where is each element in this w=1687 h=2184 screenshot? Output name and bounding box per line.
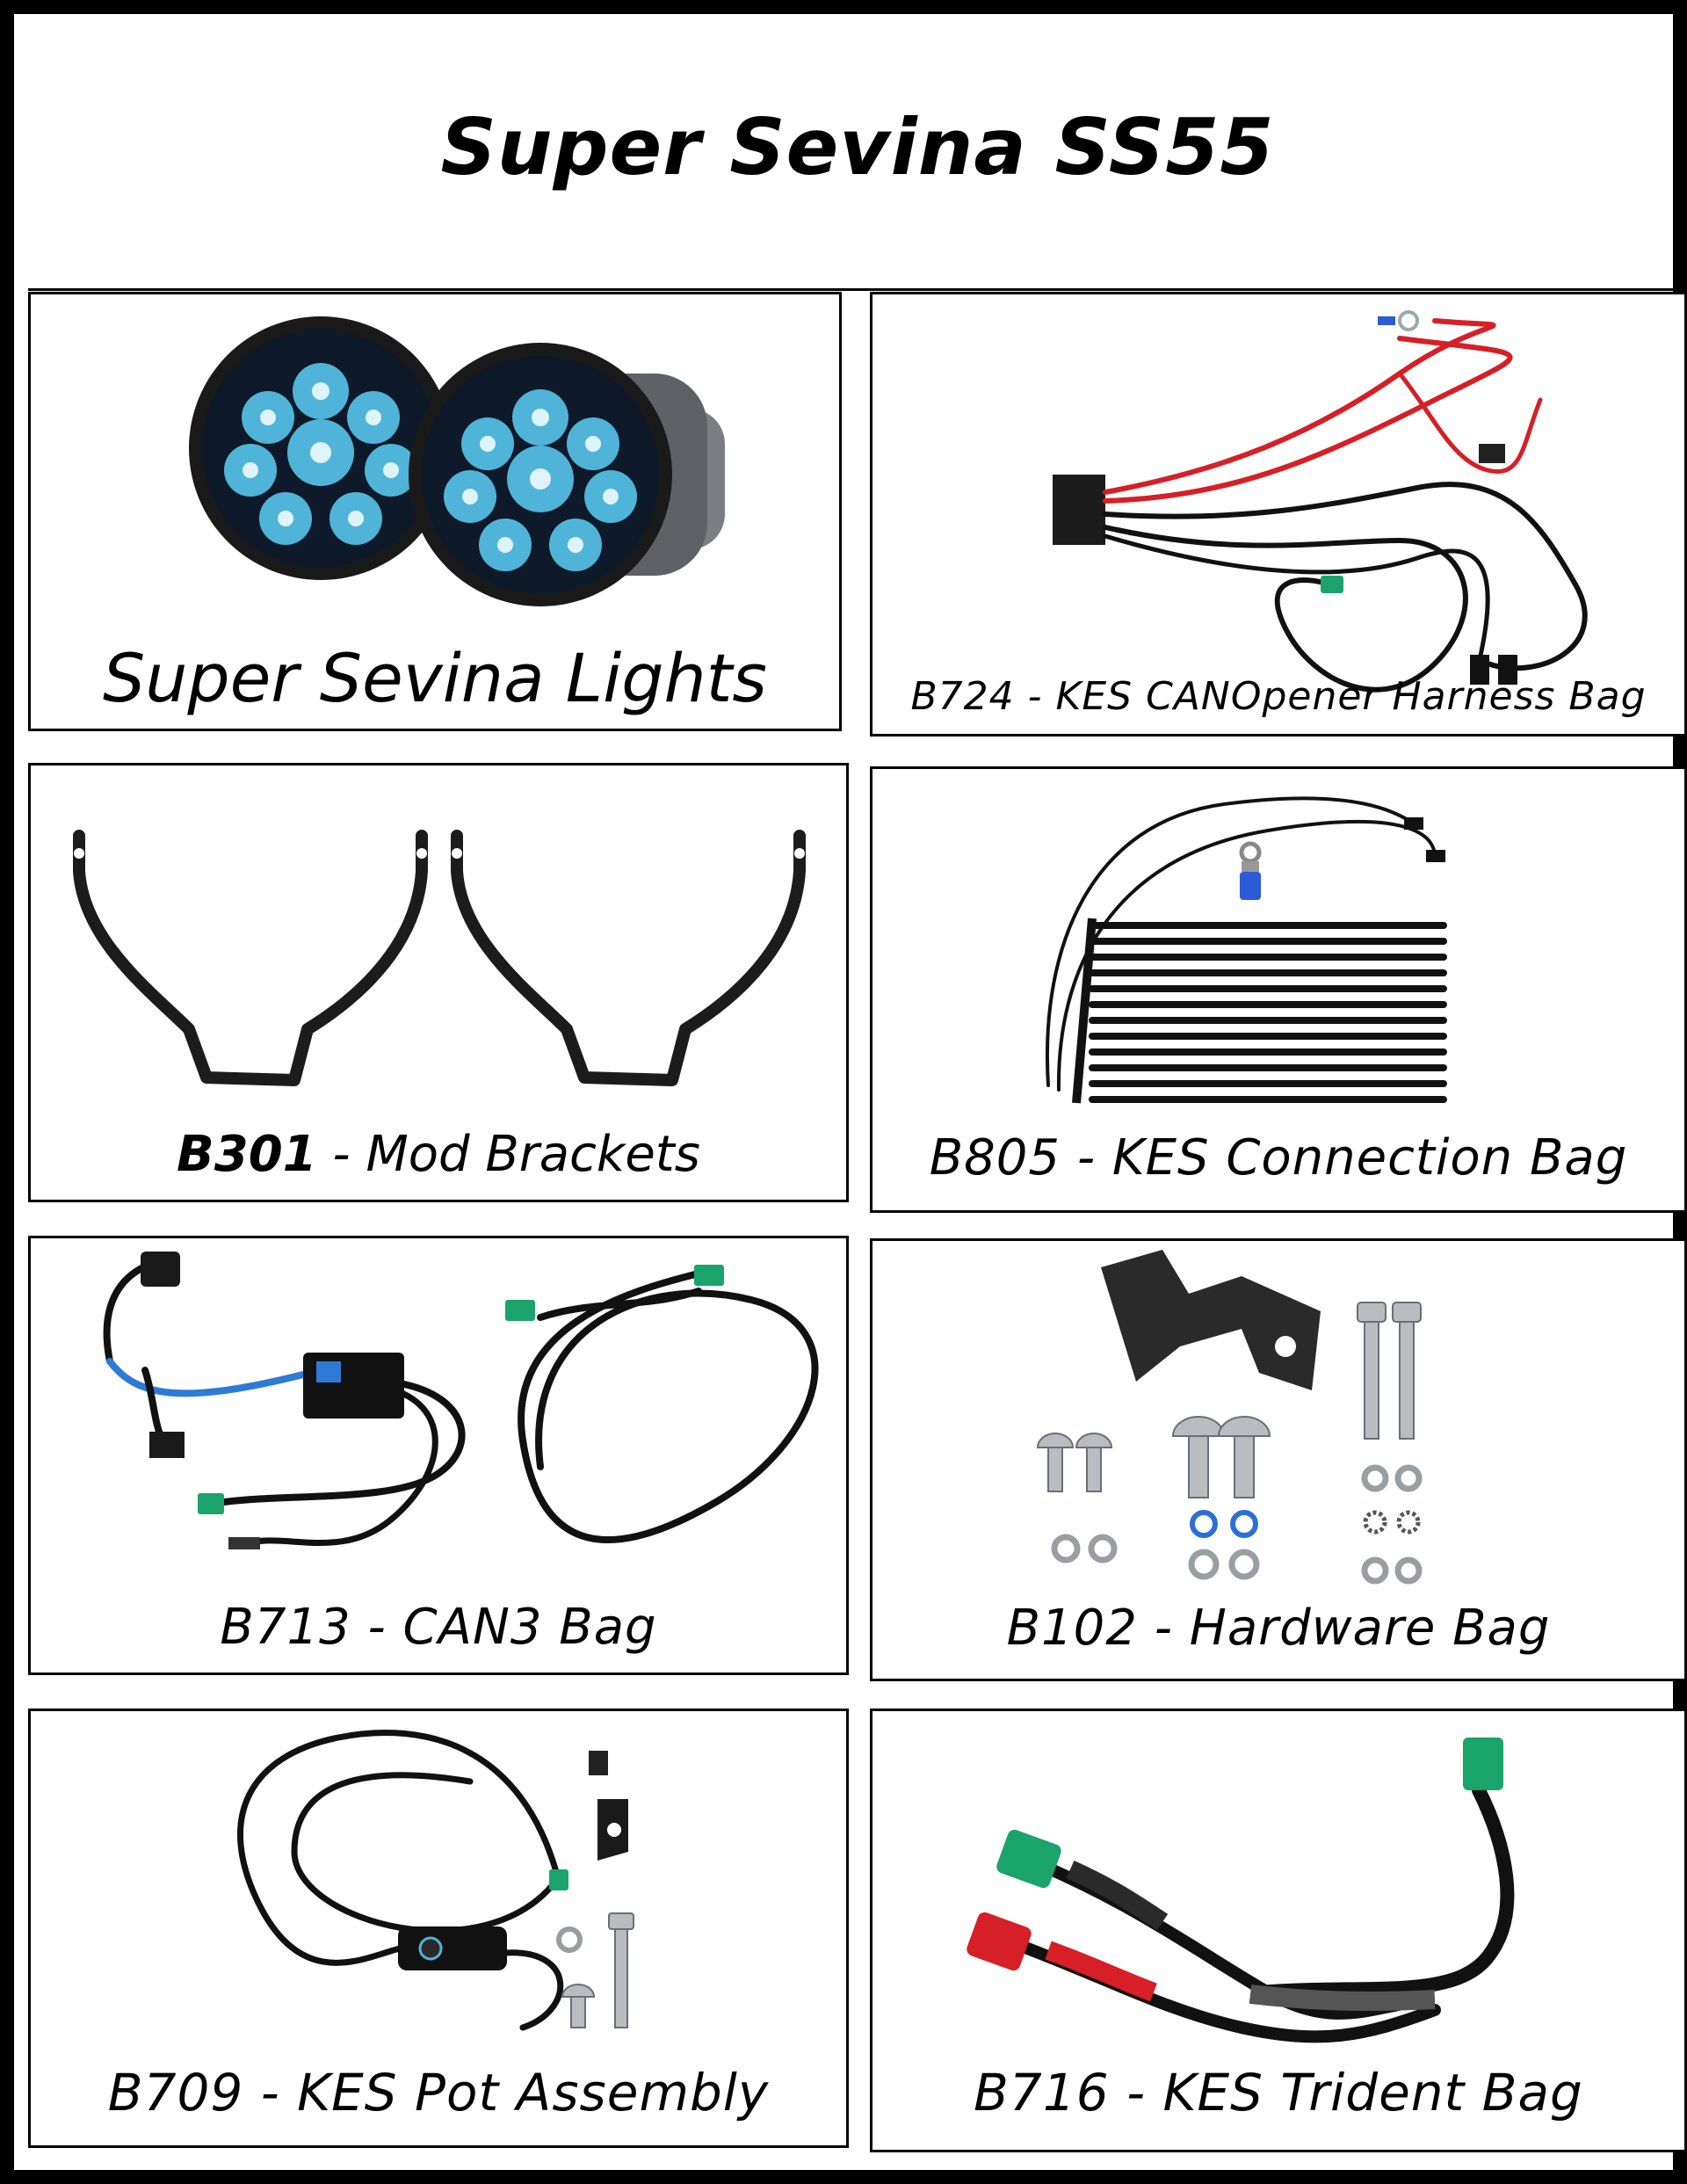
- panel-b805: B805 - KES Connection Bag: [870, 766, 1687, 1213]
- label-separator: -: [1061, 1129, 1112, 1186]
- label-separator: -: [316, 1126, 366, 1183]
- panel-b724: B724 - KES CANOpener Harness Bag: [870, 292, 1687, 736]
- panel-b713: B713 - CAN3 Bag: [28, 1236, 849, 1675]
- panel-code: B713: [220, 1599, 351, 1656]
- trident-cable-icon: [967, 1738, 1515, 2043]
- title-divider: [28, 288, 1687, 291]
- label-separator: -: [1014, 674, 1056, 719]
- panel-label: B716 - KES Trident Bag: [872, 2063, 1684, 2122]
- light-pods-icon: [189, 316, 725, 606]
- panel-name: CAN3 Bag: [402, 1599, 657, 1656]
- panel-name: Hardware Bag: [1189, 1600, 1551, 1657]
- panel-label: B301 - Mod Brackets: [31, 1126, 846, 1183]
- panel-code: B805: [929, 1129, 1061, 1186]
- panel-label: B805 - KES Connection Bag: [872, 1129, 1684, 1186]
- bracket-icon: [73, 830, 806, 1086]
- panel-name: KES Trident Bag: [1162, 2063, 1583, 2122]
- panel-code: B102: [1006, 1600, 1138, 1657]
- label-separator: -: [1137, 1600, 1190, 1657]
- label-separator: -: [351, 1599, 403, 1656]
- panel-code: B716: [974, 2063, 1110, 2122]
- label-separator: -: [1109, 2063, 1163, 2122]
- panel-name: KES Pot Assembly: [297, 2063, 770, 2122]
- panel-super-sevina-lights: Super Sevina Lights: [28, 292, 842, 731]
- label-separator: -: [243, 2063, 298, 2122]
- panel-label: B713 - CAN3 Bag: [31, 1599, 846, 1656]
- zip-ties-icon: [1046, 796, 1447, 1104]
- panel-label: B724 - KES CANOpener Harness Bag: [872, 674, 1684, 719]
- panel-code: B301: [177, 1126, 317, 1183]
- panel-code: B724: [910, 674, 1015, 719]
- panel-name: KES Connection Bag: [1111, 1129, 1628, 1186]
- panel-label: B709 - KES Pot Assembly: [31, 2063, 846, 2122]
- can3-module-icon: [103, 1252, 819, 1549]
- panel-b716: B716 - KES Trident Bag: [870, 1709, 1687, 2152]
- panel-b709: B709 - KES Pot Assembly: [28, 1709, 849, 2148]
- pot-assembly-icon: [237, 1730, 634, 2031]
- page-title: Super Sevina SS55: [440, 102, 1275, 192]
- panel-code: B709: [107, 2063, 244, 2122]
- panel-label: B102 - Hardware Bag: [872, 1600, 1684, 1657]
- panel-label: Super Sevina Lights: [102, 639, 768, 717]
- hardware-icon: [1036, 1250, 1423, 1585]
- panel-name: Mod Brackets: [366, 1126, 700, 1183]
- panel-b301: B301 - Mod Brackets: [28, 763, 849, 1202]
- harness-icon: [1053, 310, 1588, 693]
- panel-b102: B102 - Hardware Bag: [870, 1238, 1687, 1681]
- panel-name: KES CANOpener Harness Bag: [1055, 674, 1647, 719]
